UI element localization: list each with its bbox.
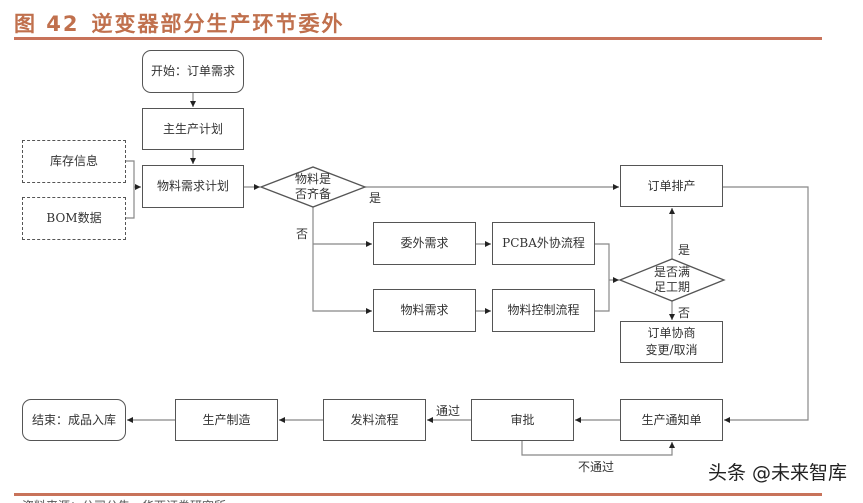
- title-underline: [14, 37, 822, 40]
- figure-label: 图 42: [14, 12, 80, 36]
- pcba-outsourcing-label: PCBA外协流程: [502, 236, 585, 250]
- order-negotiation-line1: 订单协商: [647, 326, 696, 340]
- end-node-label: 结束：成品入库: [31, 412, 116, 427]
- material-control-node: 物料控制流程: [492, 289, 595, 332]
- decision-meets-deadline: [618, 258, 726, 302]
- material-demand-label: 物料需求: [400, 303, 449, 317]
- material-control-label: 物料控制流程: [507, 303, 580, 317]
- inventory-node: 库存信息: [22, 140, 126, 183]
- edge-label-no-1: 否: [296, 227, 309, 241]
- bottom-rule: [14, 493, 822, 496]
- pcba-outsourcing-node: PCBA外协流程: [492, 222, 595, 265]
- production-notice-label: 生产通知单: [641, 412, 702, 427]
- edge-label-pass: 通过: [436, 404, 461, 418]
- approval-label: 审批: [510, 412, 535, 427]
- start-node-label: 开始：订单需求: [150, 64, 235, 78]
- edge-approval-fail: [521, 441, 675, 456]
- meets-deadline-label: 是否满 足工期: [642, 265, 702, 295]
- watermark: 头条 @未来智库: [707, 462, 847, 484]
- edge-label-no-2: 否: [678, 306, 691, 320]
- meets-deadline-line2: 足工期: [653, 280, 690, 294]
- meets-deadline-line1: 是否满: [653, 265, 690, 279]
- edge-merge: [595, 243, 610, 312]
- manufacturing-node: 生产制造: [175, 399, 278, 441]
- materials-ready-label: 物料是 否齐备: [283, 172, 343, 202]
- outsourcing-demand-node: 委外需求: [373, 222, 476, 265]
- order-negotiation-node: 订单协商 变更/取消: [620, 321, 723, 363]
- manufacturing-label: 生产制造: [202, 412, 251, 427]
- inventory-node-label: 库存信息: [49, 154, 98, 168]
- mps-node: 主生产计划: [142, 108, 244, 150]
- order-scheduling-node: 订单排产: [620, 165, 723, 207]
- edge-label-fail: 不通过: [578, 460, 615, 474]
- figure-title: 图 42 逆变器部分生产环节委外: [14, 8, 345, 38]
- edge-inventory-mrp: [126, 160, 135, 219]
- mrp-node: 物料需求计划: [142, 165, 244, 208]
- material-demand-node: 物料需求: [373, 289, 476, 332]
- source-note: 资料来源：公司公告，华西证券研究所: [22, 497, 226, 503]
- materials-ready-line2: 否齐备: [294, 187, 331, 201]
- bom-node-label: BOM数据: [46, 211, 102, 225]
- edge-label-yes-2: 是: [678, 243, 691, 257]
- order-scheduling-label: 订单排产: [647, 178, 696, 193]
- figure-title-text: 逆变器部分生产环节委外: [91, 12, 345, 36]
- mps-node-label: 主生产计划: [162, 121, 223, 136]
- outsourcing-demand-label: 委外需求: [400, 236, 449, 250]
- material-issue-label: 发料流程: [350, 412, 399, 427]
- material-issue-node: 发料流程: [323, 399, 426, 441]
- end-node: 结束：成品入库: [22, 399, 126, 441]
- mrp-node-label: 物料需求计划: [156, 179, 229, 193]
- decision-materials-ready: [259, 166, 367, 208]
- order-negotiation-line2: 变更/取消: [645, 343, 698, 357]
- production-notice-node: 生产通知单: [620, 399, 723, 441]
- materials-ready-line1: 物料是: [294, 172, 331, 186]
- edge-scheduling-notice: [723, 186, 809, 423]
- bom-node: BOM数据: [22, 197, 126, 240]
- edge-no-branch: [312, 207, 372, 314]
- edge-label-yes-1: 是: [369, 191, 382, 205]
- start-node: 开始：订单需求: [142, 50, 244, 93]
- approval-node: 审批: [471, 399, 574, 441]
